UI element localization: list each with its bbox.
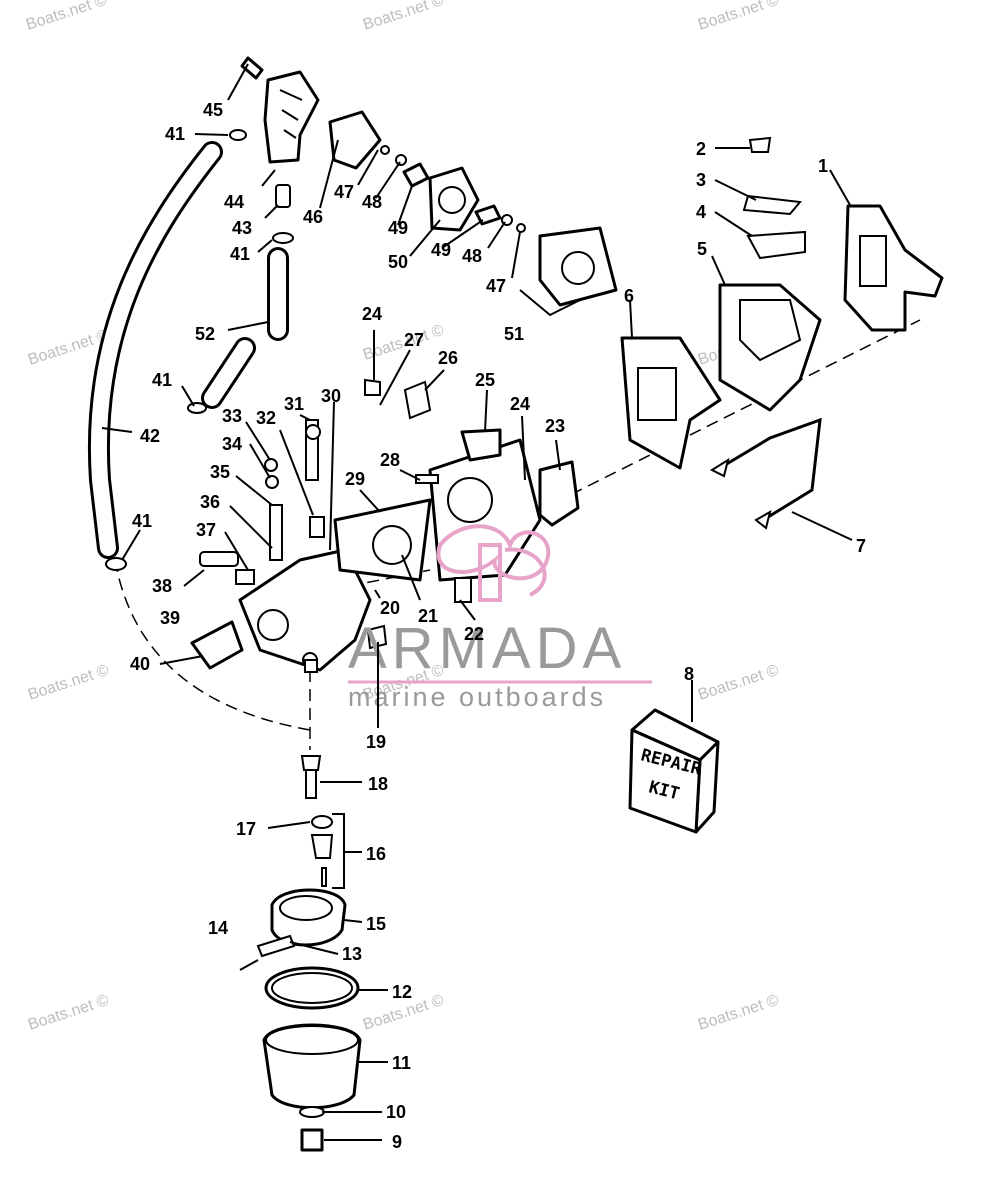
- callout-37: 37: [196, 520, 216, 540]
- callout-23: 23: [545, 416, 565, 436]
- callout-12: 12: [392, 982, 412, 1002]
- watermark: Boats.net ©: [696, 0, 781, 34]
- callout-31: 31: [284, 394, 304, 414]
- intake-plates: [620, 136, 944, 530]
- callout-8: 8: [684, 664, 694, 684]
- callout-45: 45: [203, 100, 223, 120]
- watermark: Boats.net ©: [26, 992, 111, 1034]
- callout-47-a: 47: [334, 182, 354, 202]
- callout-51: 51: [504, 324, 524, 344]
- callout-19: 19: [366, 732, 386, 752]
- watermark: Boats.net ©: [696, 992, 781, 1034]
- callout-41-b: 41: [230, 244, 250, 264]
- fuel-hose-52: [201, 247, 289, 409]
- callout-22: 22: [464, 624, 484, 644]
- callout-27: 27: [404, 330, 424, 350]
- callout-32: 32: [256, 408, 276, 428]
- callout-15: 15: [366, 914, 386, 934]
- callout-40: 40: [130, 654, 150, 674]
- callout-labels: 1 2 3 4 5 6 7 8 9 10 11 12 13 14 15 16 1…: [130, 100, 866, 1152]
- callout-41-a: 41: [165, 124, 185, 144]
- callout-4: 4: [696, 202, 706, 222]
- callout-41-c: 41: [152, 370, 172, 390]
- watermark: Boats.net ©: [24, 0, 109, 34]
- brand-tagline: marine outboards: [348, 682, 606, 712]
- callout-35: 35: [210, 462, 230, 482]
- callout-29: 29: [345, 469, 365, 489]
- hose-clamps-41: [105, 129, 294, 571]
- callout-10: 10: [386, 1102, 406, 1122]
- callout-14: 14: [208, 918, 228, 938]
- armada-logo: ARMADA marine outboards: [348, 524, 652, 712]
- callout-38: 38: [152, 576, 172, 596]
- carburetor-parts: [190, 378, 580, 673]
- callout-18: 18: [368, 774, 388, 794]
- callout-48-b: 48: [462, 246, 482, 266]
- callout-41-d: 41: [132, 511, 152, 531]
- callout-2: 2: [696, 139, 706, 159]
- float-bowl-parts: [239, 755, 362, 1152]
- callout-36: 36: [200, 492, 220, 512]
- fuel-pump-parts: [240, 56, 618, 307]
- callout-49-b: 49: [431, 240, 451, 260]
- callout-50: 50: [388, 252, 408, 272]
- callout-20: 20: [380, 598, 400, 618]
- callout-34: 34: [222, 434, 242, 454]
- brand-name: ARMADA: [348, 616, 626, 681]
- callout-17: 17: [236, 819, 256, 839]
- callout-39: 39: [160, 608, 180, 628]
- watermark: Boats.net ©: [361, 0, 446, 34]
- callout-21: 21: [418, 606, 438, 626]
- callout-43: 43: [232, 218, 252, 238]
- callout-30: 30: [321, 386, 341, 406]
- callout-48-a: 48: [362, 192, 382, 212]
- callout-9: 9: [392, 1132, 402, 1152]
- callout-25: 25: [475, 370, 495, 390]
- callout-49-a: 49: [388, 218, 408, 238]
- callout-7: 7: [856, 536, 866, 556]
- callout-13: 13: [342, 944, 362, 964]
- callout-47-b: 47: [486, 276, 506, 296]
- callout-46: 46: [303, 207, 323, 227]
- callout-11: 11: [392, 1053, 411, 1073]
- callout-24-left: 24: [362, 304, 382, 324]
- fuel-hose-42: [88, 141, 223, 559]
- callout-44: 44: [224, 192, 244, 212]
- watermark: Boats.net ©: [696, 662, 781, 704]
- callout-3: 3: [696, 170, 706, 190]
- callout-26: 26: [438, 348, 458, 368]
- callout-24-right: 24: [510, 394, 530, 414]
- callout-1: 1: [818, 156, 828, 176]
- callout-42: 42: [140, 426, 160, 446]
- callout-6: 6: [624, 286, 634, 306]
- repair-kit-box: REPAIR KIT: [628, 708, 720, 834]
- callout-28: 28: [380, 450, 400, 470]
- callout-16: 16: [366, 844, 386, 864]
- callout-33: 33: [222, 406, 242, 426]
- callout-5: 5: [697, 239, 707, 259]
- callout-52: 52: [195, 324, 215, 344]
- callout-leaders: [101, 63, 853, 1141]
- watermark: Boats.net ©: [26, 662, 111, 704]
